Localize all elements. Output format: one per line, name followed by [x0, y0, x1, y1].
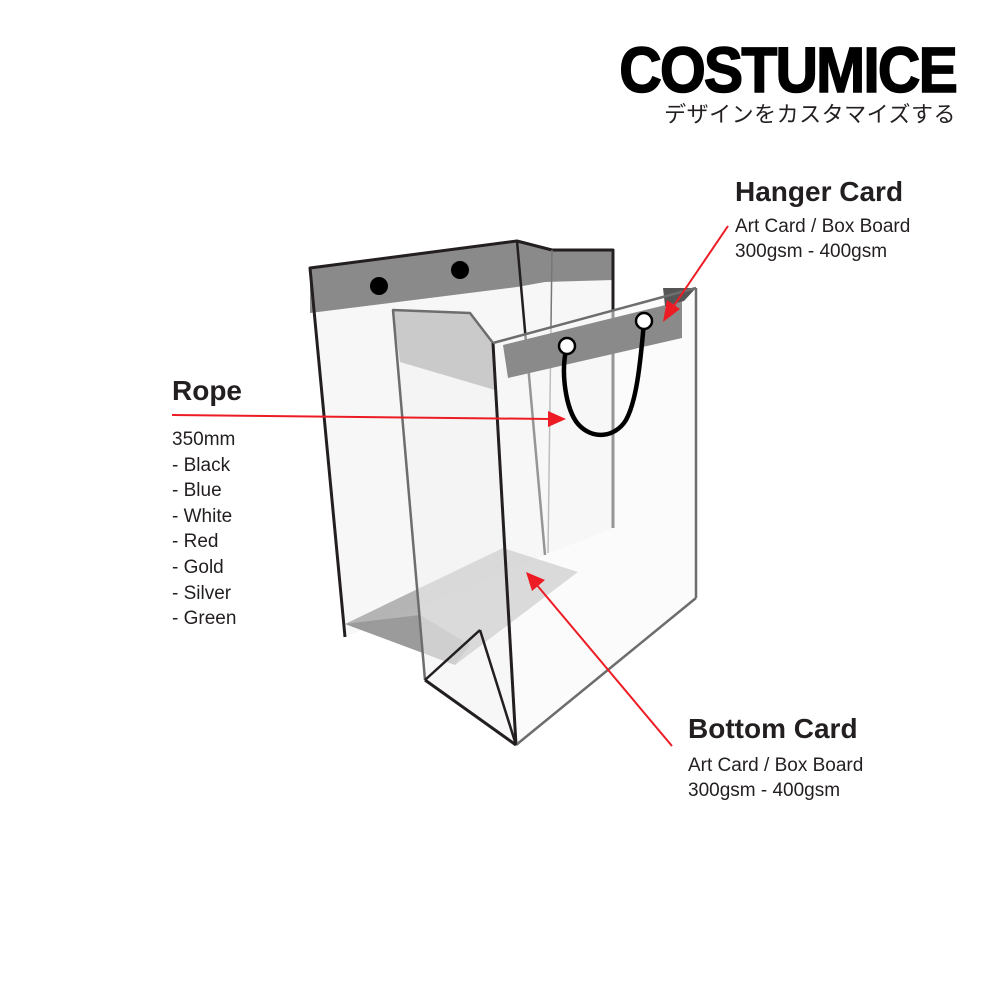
front-side-outline: [391, 308, 494, 681]
back-hanger-hole-left: [370, 277, 388, 295]
rope-color-option: - Gold: [172, 556, 224, 578]
gusset-fold-base: [424, 629, 481, 681]
rope-color-option: - Red: [172, 531, 219, 553]
bottom-card-spec: 300gsm - 400gsm: [688, 780, 841, 801]
rope-callout: Rope 350mm - Black - Blue - White - Red …: [172, 375, 242, 632]
rope-color-option: - Green: [172, 608, 237, 630]
rope-color-option: - Silver: [172, 582, 232, 604]
rope-color-option: - White: [172, 505, 233, 527]
rope-arrow-head: [548, 411, 566, 427]
front-hanger-eyelet-left: [557, 336, 577, 356]
hanger-arrow-head: [663, 300, 680, 322]
brand-name: COSTUMICE: [619, 34, 959, 106]
rope-arrow-line: [171, 414, 551, 420]
bottom-card-spec: Art Card / Box Board: [688, 755, 864, 776]
bottom-arrow-head: [526, 572, 545, 591]
hanger-card-callout: Hanger Card Art Card / Box Board 300gsm …: [735, 176, 910, 264]
rope-color-option: - Blue: [172, 480, 222, 502]
front-top-edge: [492, 286, 697, 345]
hanger-arrow-line: [670, 225, 729, 311]
front-edge-left: [491, 342, 518, 746]
bottom-card-callout: Bottom Card Art Card / Box Board 300gsm …: [688, 713, 863, 803]
bag-back-outline: [308, 239, 615, 638]
brand-tagline: デザインをカスタマイズする: [664, 103, 956, 128]
bottom-arrow-line: [535, 583, 673, 747]
hanger-card-spec: 300gsm - 400gsm: [735, 241, 888, 262]
bag-front-panel: [493, 288, 696, 745]
gusset-fold-left: [424, 678, 517, 747]
rope-color-option: - Black: [172, 454, 231, 476]
rope-title: Rope: [172, 375, 242, 406]
rope-spec: 350mm: [172, 429, 236, 450]
front-hanger-eyelet-right: [634, 311, 654, 331]
brand-logo: COSTUMICE デザインをカスタマイズする: [590, 34, 959, 128]
back-hanger-hole-right: [451, 261, 469, 279]
rope-handle: [561, 319, 647, 438]
hanger-card-title: Hanger Card: [735, 176, 904, 207]
hanger-card-spec: Art Card / Box Board: [735, 216, 911, 237]
bottom-card-title: Bottom Card: [688, 713, 858, 744]
gusset-fold-diagonal: [478, 629, 518, 746]
front-bottom-edge: [515, 597, 697, 746]
front-side-card: [393, 310, 495, 390]
